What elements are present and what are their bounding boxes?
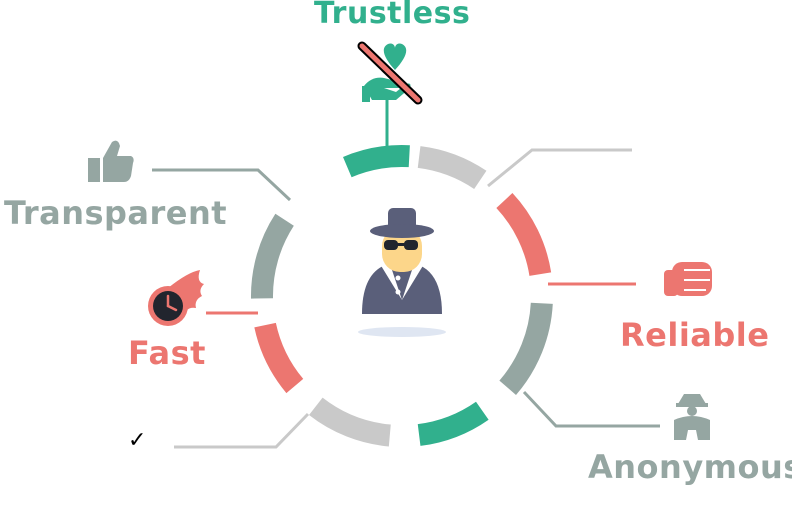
thumbs-up-icon — [88, 140, 134, 182]
ring-segment-right — [496, 192, 552, 277]
label-trustless: Trustless — [314, 0, 471, 31]
flaming-clock-icon — [148, 270, 204, 326]
crossed-out-heart-hand-icon — [357, 41, 423, 105]
spy-icon — [358, 208, 446, 337]
ring-segment-left-upper — [251, 213, 294, 299]
connector-transparent — [152, 168, 292, 202]
ring-segment-top-left — [343, 145, 410, 178]
ring-segment-lower-right — [499, 302, 553, 396]
connector-anonymous — [522, 390, 660, 428]
ring-segment-bottom-right — [417, 401, 489, 446]
label-reliable: Reliable — [620, 316, 770, 354]
ring-segment-left-lower — [254, 322, 304, 394]
ring — [251, 145, 553, 447]
connector-check — [174, 412, 310, 449]
connector-top-right — [487, 148, 632, 188]
label-fast: Fast — [128, 334, 206, 372]
label-anonymous: Anonymous — [588, 448, 792, 486]
ring-segment-bottom-left — [309, 397, 392, 447]
anonymous-person-icon — [674, 394, 710, 440]
handshake-fist-icon — [664, 262, 712, 296]
connector-lines — [152, 100, 660, 449]
check-icon: ✓ — [128, 428, 147, 453]
label-transparent: Transparent — [4, 194, 228, 232]
ring-segment-top-right — [417, 146, 487, 190]
